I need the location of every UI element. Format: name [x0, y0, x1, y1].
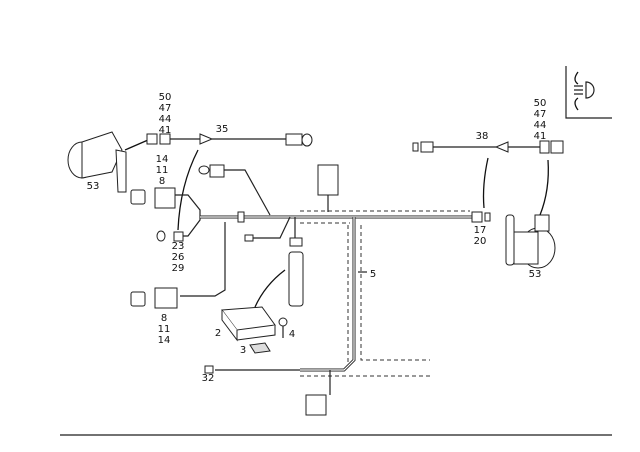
callout-screw: 4 [289, 329, 295, 340]
control-unit-part [221, 269, 288, 354]
callout-upper-plug-group: 14 [156, 154, 169, 165]
callout-right-connector-group: 47 [534, 109, 547, 120]
callout-small-connector-group: 26 [172, 252, 185, 263]
left-sensor-part [67, 131, 149, 193]
upper-plug-parts [130, 164, 271, 242]
callout-right-sensor: 53 [529, 269, 542, 280]
headlamp-range-adjustment-icon [565, 66, 612, 119]
callout-ground-lead: 32 [202, 373, 215, 384]
callout-upper-plug-group: 8 [159, 176, 165, 187]
callout-left-sensor: 53 [87, 181, 100, 192]
callout-end-connector-group: 17 [474, 225, 487, 236]
callout-end-connector-group: 20 [474, 236, 487, 247]
main-harness-5 [180, 164, 491, 416]
callout-left-connector-group: 44 [159, 114, 172, 125]
callout-lower-plug-group: 14 [158, 335, 171, 346]
callout-right-connector-group: 44 [534, 120, 547, 131]
callout-right-connector-group: 41 [534, 131, 547, 142]
callout-control-unit: 2 [215, 328, 221, 339]
callout-left-connector-group: 50 [159, 92, 172, 103]
callout-small-connector-group: 23 [172, 241, 185, 252]
right-sensor-part [505, 214, 556, 269]
callout-small-connector-group: 29 [172, 263, 185, 274]
callout-lower-plug-group: 11 [158, 324, 171, 335]
callout-main-harness: 5 [370, 269, 376, 280]
callout-left-connector-group: 41 [159, 125, 172, 136]
callout-upper-plug-group: 11 [156, 165, 169, 176]
callout-bracket: 3 [240, 345, 246, 356]
callout-harness-right: 38 [476, 131, 489, 142]
lower-plug-parts [130, 287, 178, 309]
harness-38 [412, 140, 564, 216]
callout-left-connector-group: 47 [159, 103, 172, 114]
harness-35 [146, 133, 313, 231]
callout-lower-plug-group: 8 [161, 313, 167, 324]
callout-right-connector-group: 50 [534, 98, 547, 109]
callout-harness-left: 35 [216, 124, 229, 135]
